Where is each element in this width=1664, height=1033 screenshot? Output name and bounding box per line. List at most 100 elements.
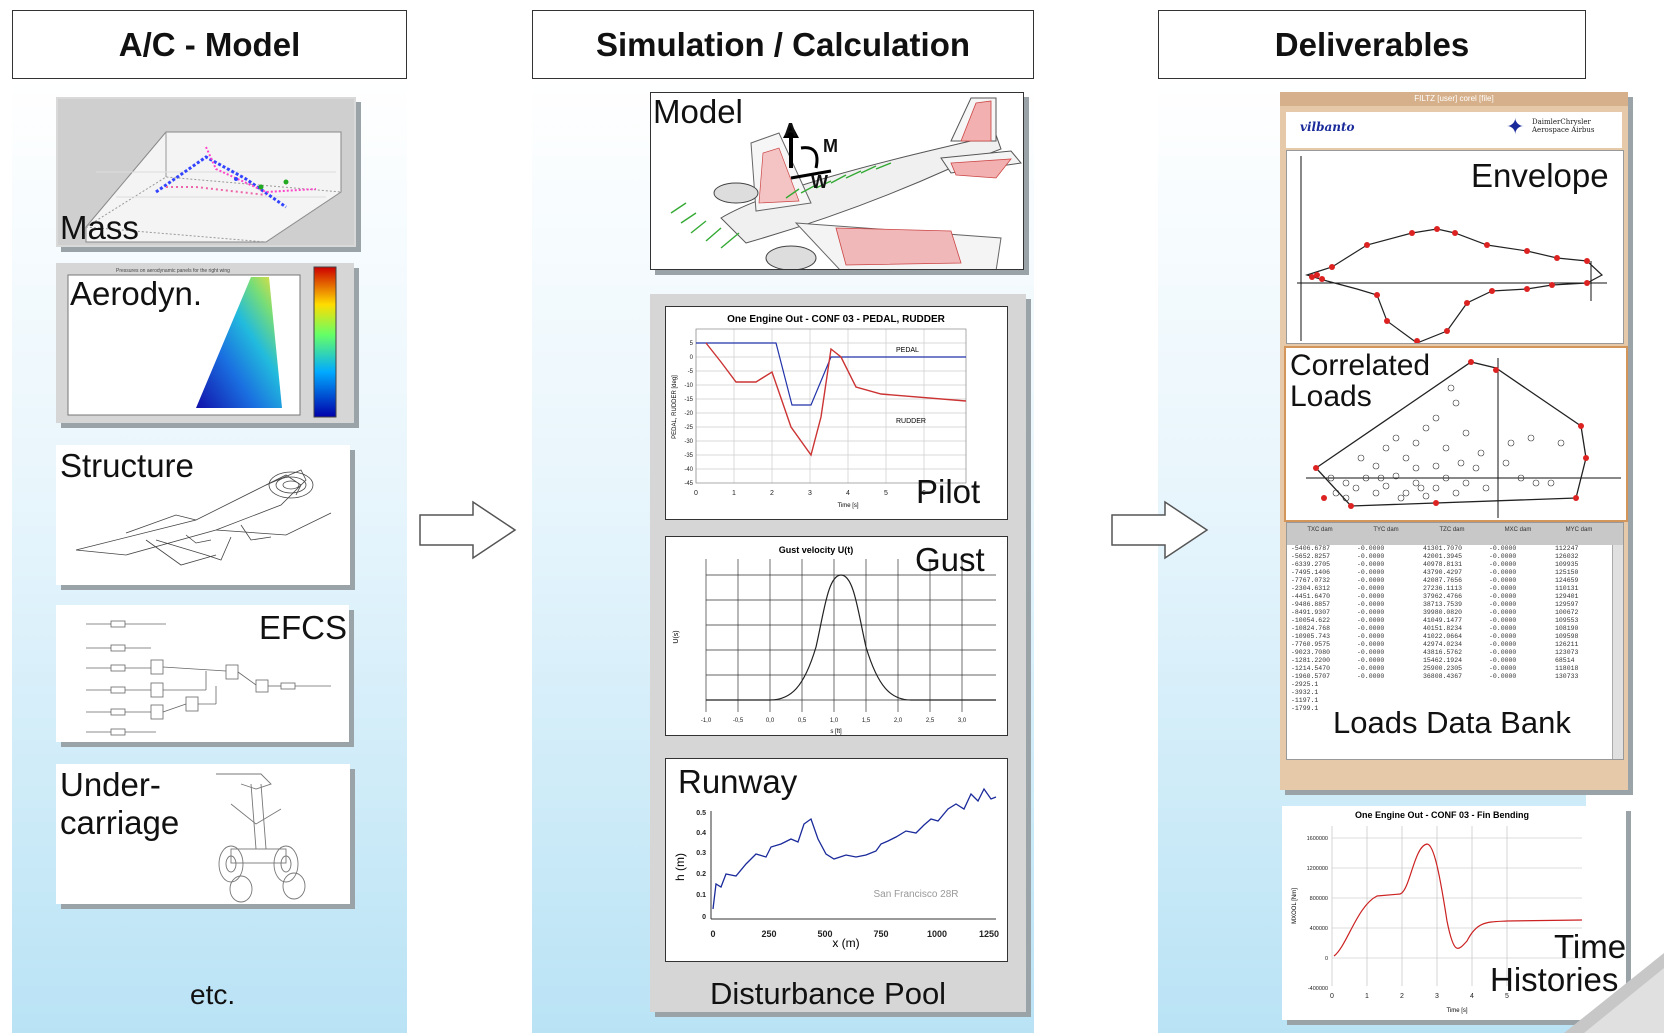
table-cell: 109598 [1555, 633, 1579, 640]
pilot-chart: One Engine Out - CONF 03 - PEDAL, RUDDER… [672, 314, 967, 509]
table-cell: -3932.1 [1291, 689, 1319, 696]
structure-label: Structure [60, 447, 194, 484]
runway-chart: 0.5 0.4 0.3 0.2 0.1 0 0 250 500 750 1000… [673, 787, 999, 950]
table-cell: -0.0000 [1357, 545, 1385, 552]
table-cell [1489, 689, 1555, 697]
svg-text:0.1: 0.1 [696, 892, 706, 899]
force-a-label: A [784, 120, 797, 140]
structure-panel: Structure [56, 445, 350, 585]
runway-profile [712, 787, 997, 910]
data-bank-header-row: TXC dam TYC dam TZC dam MXC dam MYC dam [1287, 523, 1623, 545]
force-m-label: M [823, 136, 838, 156]
table-cell [1555, 689, 1605, 697]
table-cell: -2304.6312 [1291, 585, 1331, 592]
svg-text:500: 500 [817, 929, 832, 939]
table-cell: -0.0000 [1357, 665, 1385, 672]
svg-text:-5: -5 [688, 369, 694, 375]
table-cell: 36808.4367 [1423, 673, 1463, 680]
pilot-label: Pilot [916, 473, 981, 510]
svg-text:2: 2 [1400, 993, 1404, 1000]
table-cell: 40978.8131 [1423, 561, 1463, 568]
deliverables-header: Deliverables [1158, 10, 1586, 79]
disturbance-pool-label: Disturbance Pool [710, 976, 947, 1011]
table-cell: -0.0000 [1489, 665, 1517, 672]
etc-label: etc. [190, 979, 236, 1010]
table-cell: -0.0000 [1489, 641, 1517, 648]
table-cell: 38713.7539 [1423, 601, 1463, 608]
svg-text:5: 5 [690, 341, 694, 347]
col-header: TZC dam [1439, 527, 1465, 533]
table-cell [1489, 681, 1555, 689]
svg-text:1250: 1250 [979, 929, 999, 939]
table-cell: -10824.768 [1291, 625, 1331, 632]
table-cell: 41301.7070 [1423, 545, 1463, 552]
svg-text:1600000: 1600000 [1307, 836, 1328, 842]
svg-text:-40: -40 [684, 467, 693, 473]
table-cell: -0.0000 [1357, 617, 1385, 624]
table-cell: -0.0000 [1489, 617, 1517, 624]
brand-right: DaimlerChrysler Aerospace Airbus [1532, 118, 1595, 135]
svg-text:4: 4 [846, 490, 850, 497]
svg-text:San Francisco 28R: San Francisco 28R [873, 889, 958, 900]
svg-text:0,5: 0,5 [798, 718, 807, 724]
svg-text:400000: 400000 [1310, 926, 1328, 932]
table-cell: -0.0000 [1357, 633, 1385, 640]
table-cell: -0.0000 [1489, 545, 1517, 552]
table-cell: -9486.8857 [1291, 601, 1331, 608]
table-cell: 42974.0234 [1423, 641, 1463, 648]
gust-curve [769, 574, 996, 701]
table-cell: -10905.743 [1291, 633, 1331, 640]
table-cell: 124659 [1555, 577, 1579, 584]
table-cell [1555, 681, 1605, 689]
undercarriage-label-line2: carriage [60, 804, 180, 841]
table-cell: 109553 [1555, 617, 1579, 624]
table-cell: -1960.5707 [1291, 673, 1331, 680]
table-cell [1357, 697, 1423, 705]
table-cell: -6339.2705 [1291, 561, 1331, 568]
data-bank-scrollbar[interactable] [1612, 545, 1623, 759]
table-cell: 68514 [1555, 657, 1575, 664]
efcs-block-diagram [86, 620, 331, 736]
mass-label: Mass [60, 209, 139, 246]
table-cell: 110131 [1555, 585, 1579, 592]
table-cell: -7767.0732 [1291, 577, 1331, 584]
svg-text:-35: -35 [684, 453, 693, 459]
svg-text:5: 5 [884, 490, 888, 497]
table-cell: -0.0000 [1357, 673, 1385, 680]
svg-text:One Engine Out - CONF 03 - Fin: One Engine Out - CONF 03 - Fin Bending [1355, 810, 1529, 820]
table-cell: -10054.622 [1291, 617, 1331, 624]
svg-text:3: 3 [808, 490, 812, 497]
svg-text:-20: -20 [684, 411, 693, 417]
svg-text:-15: -15 [684, 397, 693, 403]
svg-text:Time [s]: Time [s] [1446, 1008, 1467, 1014]
table-cell: -0.0000 [1357, 601, 1385, 608]
table-cell: 42001.3945 [1423, 553, 1463, 560]
table-cell: -9023.7080 [1291, 649, 1331, 656]
simulation-header: Simulation / Calculation [532, 10, 1034, 79]
table-cell: -0.0000 [1489, 657, 1517, 664]
svg-text:0.5: 0.5 [696, 810, 706, 817]
table-cell: -1281.2200 [1291, 657, 1331, 664]
table-cell: -7495.1406 [1291, 569, 1331, 576]
svg-text:2,0: 2,0 [894, 718, 903, 724]
table-cell: 129401 [1555, 593, 1579, 600]
data-bank-label: Loads Data Bank [1333, 705, 1571, 740]
col-header: TXC dam [1307, 527, 1333, 533]
table-cell: 100672 [1555, 609, 1579, 616]
airbus-star-icon: ✦ [1506, 114, 1525, 139]
structure-wireframe [75, 469, 332, 566]
table-cell: 108190 [1555, 625, 1579, 632]
table-cell: -0.0000 [1357, 657, 1385, 664]
envelope-chart [1297, 156, 1607, 344]
model-label: Model [653, 93, 743, 130]
svg-text:-400000: -400000 [1308, 986, 1328, 992]
svg-text:RUDDER: RUDDER [896, 418, 926, 425]
window-titlebar: FILTZ [user] corel [file] [1280, 92, 1628, 106]
